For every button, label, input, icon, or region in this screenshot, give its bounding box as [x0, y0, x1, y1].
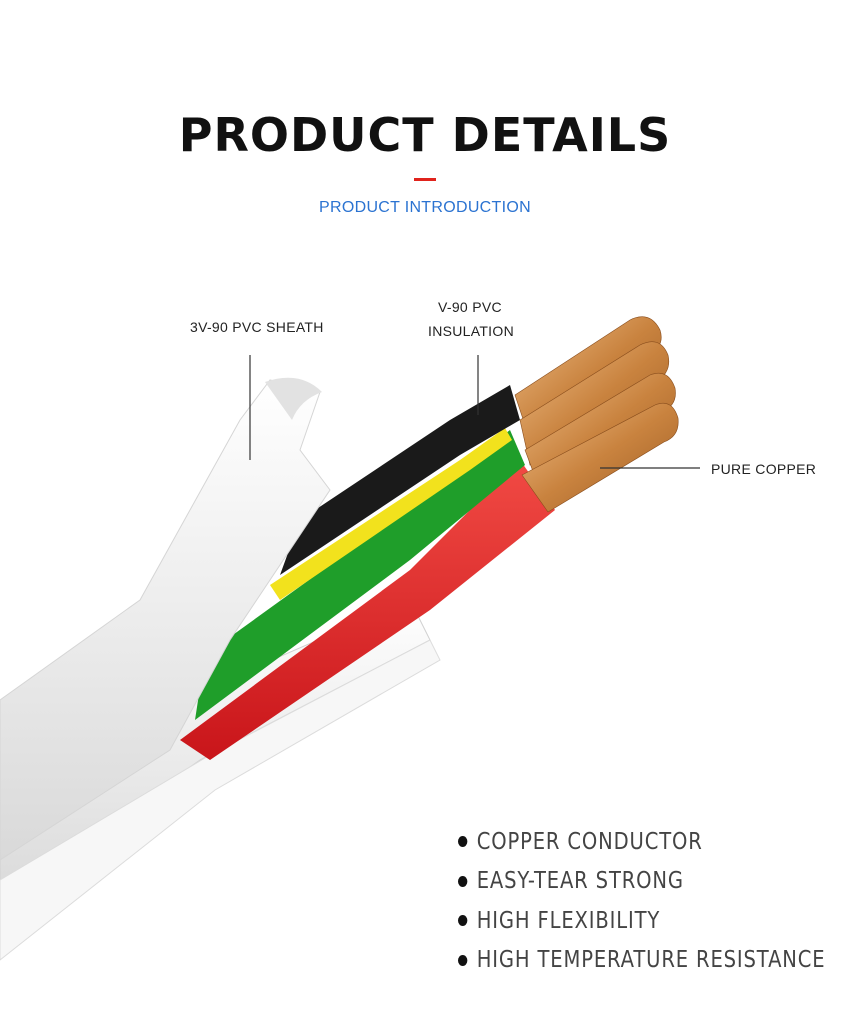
feature-item: COPPER CONDUCTOR	[458, 822, 825, 862]
section-subtitle: PRODUCT INTRODUCTION	[319, 199, 531, 216]
copper-callout-label: PURE COPPER	[711, 461, 817, 477]
feature-text: COPPER CONDUCTOR	[476, 828, 703, 855]
sheath-upper	[0, 379, 331, 861]
feature-text: EASY-TEAR STRONG	[476, 868, 684, 895]
bullet-icon	[458, 954, 468, 966]
feature-text: HIGH TEMPERATURE RESISTANCE	[476, 947, 826, 974]
feature-text: HIGH FLEXIBILITY	[476, 907, 661, 934]
feature-list: COPPER CONDUCTOR EASY-TEAR STRONG HIGH F…	[458, 822, 850, 980]
black-wire	[280, 385, 520, 575]
page-title: PRODUCT DETAILS	[178, 108, 672, 162]
title-divider	[414, 178, 436, 181]
insulation-callout-label-line2: INSULATION	[428, 323, 514, 339]
feature-item: HIGH TEMPERATURE RESISTANCE	[458, 941, 825, 981]
copper-strands	[514, 316, 679, 513]
feature-item: HIGH FLEXIBILITY	[458, 901, 825, 941]
bullet-icon	[458, 836, 468, 848]
sheath-callout-label: 3V-90 PVC SHEATH	[190, 319, 324, 335]
insulation-callout-label-line1: V-90 PVC	[438, 299, 502, 315]
red-wire	[180, 460, 555, 760]
bullet-icon	[458, 915, 468, 927]
bullet-icon	[458, 875, 468, 887]
feature-item: EASY-TEAR STRONG	[458, 862, 825, 902]
earth-wire	[195, 428, 525, 720]
